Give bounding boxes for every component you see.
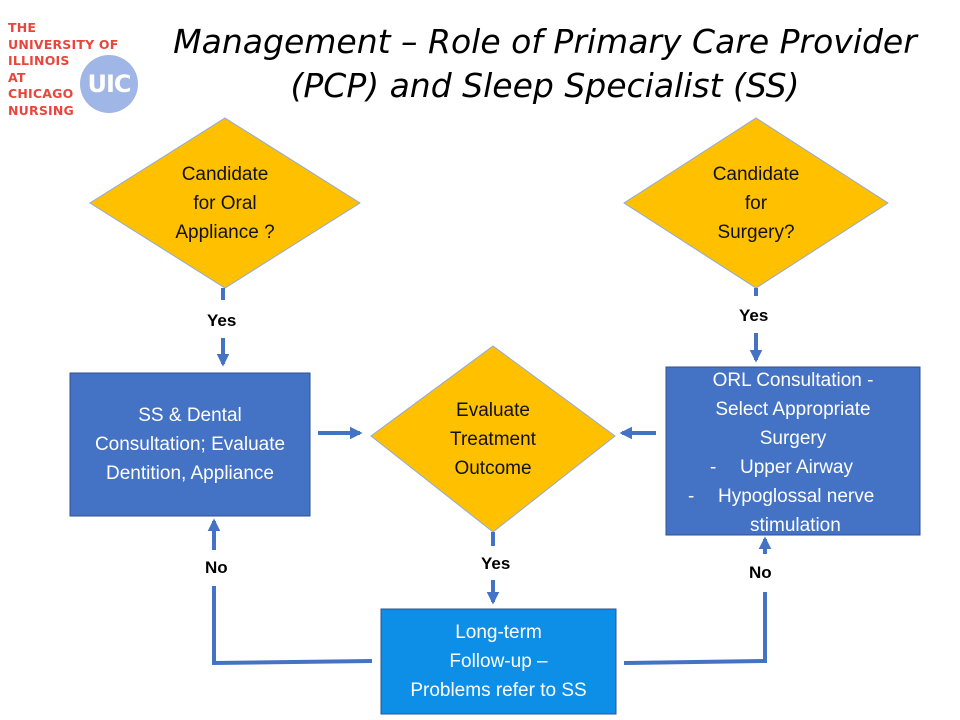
node-line: SS & Dental [138,405,242,426]
node-line: Outcome [454,457,532,479]
long-term-followup-text: Long-term Follow-up – Problems refer to … [381,609,616,714]
logo-line: NURSING [8,102,75,118]
page-title: Management – Role of Primary Care Provid… [140,20,950,108]
logo-line: ILLINOIS [8,53,70,68]
node-line: Follow-up – [449,651,548,672]
long-term-followup-box [380,608,617,715]
logo-line: CHICAGO [8,86,74,101]
surgery-decision-text: Candidate for Surgery? [666,158,846,248]
node-line: Candidate [181,163,269,185]
ss-dental-consultation-box [69,372,311,517]
orl-bullet: Hypoglossal nerve [718,486,875,507]
yes-label-surgery: Yes [739,306,769,325]
node-line: Consultation; Evaluate [94,434,286,455]
logo-line: AT [8,69,26,85]
ss-dental-consultation-text: SS & Dental Consultation; Evaluate Denti… [70,373,310,516]
bullet-marker: - [688,486,695,507]
uic-badge-text: UIC [87,70,131,98]
orl-bullet-row: - Upper Airway [666,453,920,482]
university-logo-text: THE UNIVERSITY OF ILLINOIS AT CHICAGO NU… [8,20,128,119]
node-line: for Oral [193,192,257,214]
logo-line: THE [8,20,37,35]
orl-consultation-box [665,366,921,536]
orl-bullet: Upper Airway [740,457,853,478]
uic-logo-badge: UIC [80,55,138,113]
node-line: Evaluate [456,399,530,421]
node-line: Long-term [455,622,542,643]
node-line: Problems refer to SS [410,680,587,701]
connector-followup-to-orl [623,592,767,665]
orl-bullet-row: stimulation [666,511,920,540]
connectors [207,288,772,666]
node-line: Surgery? [717,221,795,243]
orl-consultation-text: ORL Consultation - Select Appropriate Su… [666,366,920,540]
title-line-2: (PCP) and Sleep Specialist (SS) [290,66,800,105]
node-line: Dentition, Appliance [106,463,274,484]
node-line: for [744,192,768,214]
bullet-marker: - [710,457,717,478]
orl-line: Surgery [759,428,827,449]
evaluate-outcome-text: Evaluate Treatment Outcome [403,394,583,484]
logo-line: UNIVERSITY OF [8,36,119,52]
node-line: Appliance ? [175,221,275,243]
title-line-1: Management – Role of Primary Care Provid… [173,22,917,61]
connector-followup-to-dental [212,586,373,666]
yes-label-evaluate: Yes [481,554,511,573]
yes-label-oral: Yes [207,311,237,330]
no-label-left: No [205,558,228,577]
orl-line: Select Appropriate [715,399,871,420]
node-line: Treatment [450,428,536,450]
orl-bullet-continued: stimulation [750,515,841,536]
no-label-right: No [749,563,772,582]
orl-bullet-row: - Hypoglossal nerve [666,482,920,511]
orl-line: ORL Consultation - [712,370,874,391]
oral-appliance-decision-text: Candidate for Oral Appliance ? [135,158,315,248]
node-line: Candidate [712,163,800,185]
